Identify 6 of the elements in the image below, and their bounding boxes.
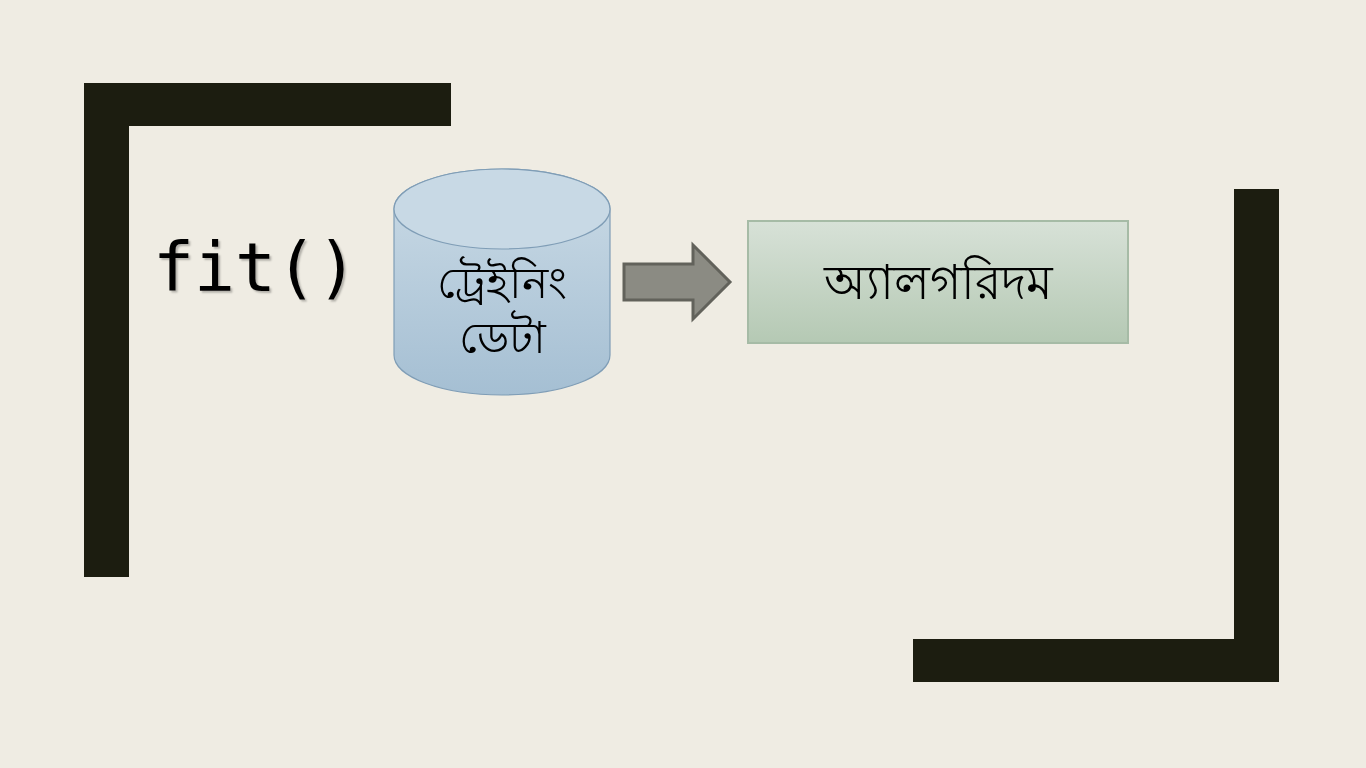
code-label: fit() (153, 228, 358, 307)
database-cylinder (393, 168, 611, 396)
block-arrow (622, 241, 733, 323)
node-label: অ্যালগরিদম (823, 253, 1053, 312)
node-label: ট্রেইনিং ডেটা (436, 255, 568, 365)
process-box (747, 220, 1129, 344)
